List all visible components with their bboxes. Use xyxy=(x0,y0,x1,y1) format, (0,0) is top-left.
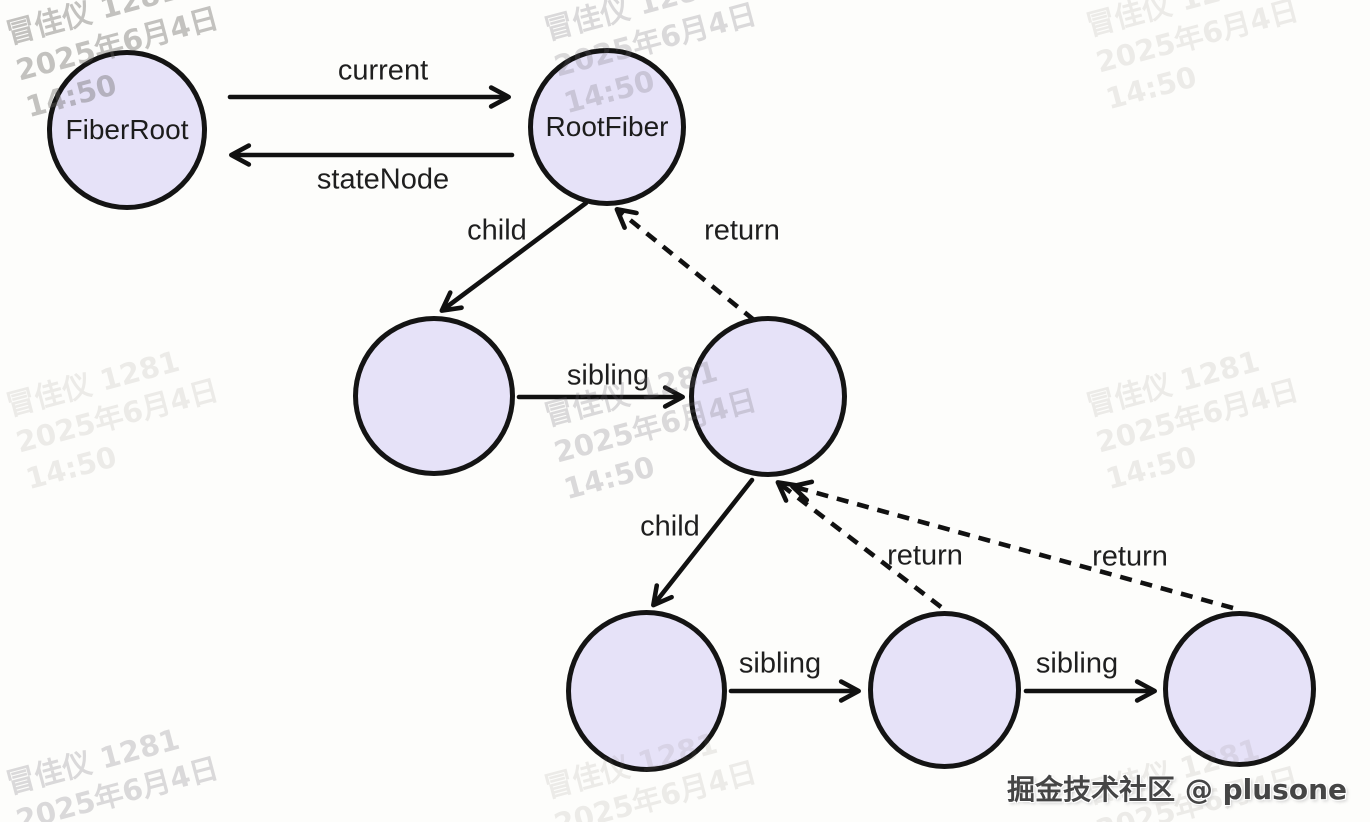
edge-return-3-arrow xyxy=(790,479,1234,611)
node-fiber-child-1 xyxy=(353,316,515,476)
edge-label-return-2: return xyxy=(887,539,963,572)
edge-child-1-arrow xyxy=(439,200,589,313)
edge-label-child-2: child xyxy=(640,510,700,543)
node-fiber-child-2 xyxy=(689,316,847,477)
node-fiber-root: FiberRoot xyxy=(47,50,207,210)
node-fiber-grandchild-3 xyxy=(1163,611,1316,767)
edge-label-sibling-3: sibling xyxy=(1035,647,1119,680)
node-label: RootFiber xyxy=(545,111,669,142)
edge-label-child-1: child xyxy=(467,214,527,247)
edge-return-1-arrow xyxy=(614,207,756,322)
node-fiber-grandchild-2 xyxy=(868,611,1021,769)
edge-label-sibling-2: sibling xyxy=(738,647,822,680)
juejin-credit: 掘金技术社区 @ plusone xyxy=(1007,773,1347,806)
edge-label-return-3: return xyxy=(1092,540,1168,573)
edge-label-return-1: return xyxy=(704,214,780,247)
edge-label-statenode: stateNode xyxy=(316,163,450,196)
edge-label-sibling-1: sibling xyxy=(566,359,650,392)
node-label: FiberRoot xyxy=(65,114,189,145)
node-fiber-grandchild-1 xyxy=(566,610,727,772)
edge-child-2-arrow xyxy=(651,477,755,608)
edge-label-current: current xyxy=(337,54,429,87)
node-root-fiber: RootFiber xyxy=(528,48,686,206)
edge-return-2-arrow xyxy=(775,480,943,609)
